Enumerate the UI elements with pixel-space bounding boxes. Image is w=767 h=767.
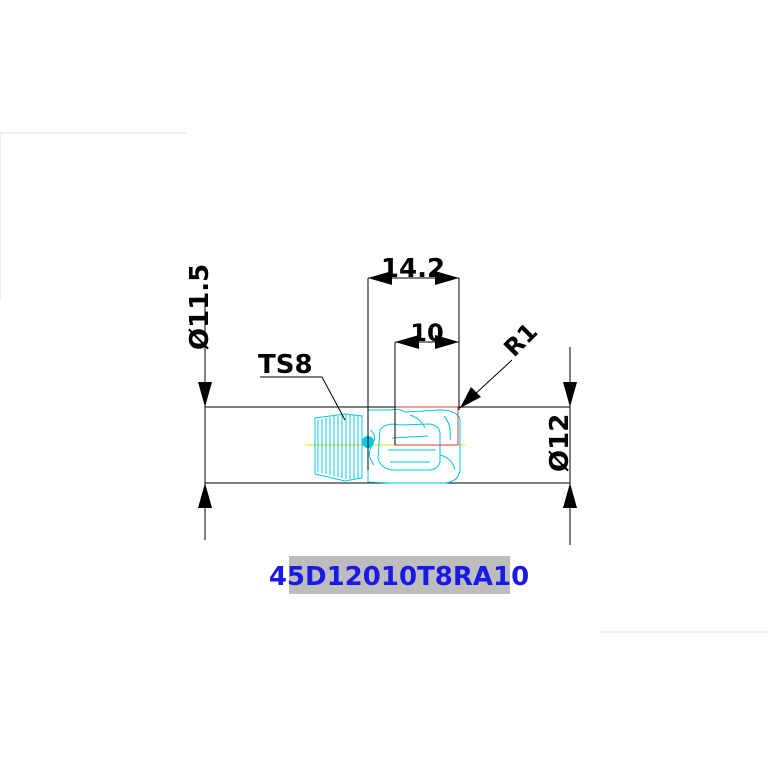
left-diameter-label: Ø11.5 bbox=[185, 264, 215, 350]
dim-arrow bbox=[368, 271, 392, 285]
dim-arrow bbox=[395, 335, 419, 349]
thread-body bbox=[314, 413, 363, 482]
frame-lines bbox=[0, 132, 767, 633]
radius-leader-arrow bbox=[460, 387, 481, 408]
head-outline bbox=[367, 408, 461, 484]
overall-length-label: 14.2 bbox=[381, 254, 445, 284]
thread-leader-line bbox=[260, 376, 346, 421]
left-diameter-arrow-bottom bbox=[198, 483, 212, 508]
part-code-background bbox=[289, 556, 510, 594]
dim-arrow bbox=[435, 335, 459, 349]
dimension-overall-length bbox=[367, 277, 460, 470]
part-code-label: 45D12010T8RA10 bbox=[269, 562, 529, 592]
left-diameter-arrow-top bbox=[198, 382, 212, 407]
slot-highlight-box bbox=[394, 406, 459, 446]
dim-arrow bbox=[435, 271, 459, 285]
dimension-slot-length bbox=[394, 341, 459, 445]
right-diameter-arrow-top bbox=[563, 382, 577, 407]
thread-label: TS8 bbox=[258, 350, 313, 380]
slot-length-label: 10 bbox=[410, 319, 443, 347]
right-diameter-label: Ø12 bbox=[545, 414, 575, 472]
radius-label: R1 bbox=[498, 318, 543, 363]
part-sketch bbox=[314, 408, 461, 484]
head-detail-curves bbox=[409, 414, 456, 471]
head-inner-contour bbox=[377, 423, 441, 471]
head-detail-lines bbox=[388, 435, 436, 463]
right-diameter-arrow-bottom bbox=[563, 483, 577, 508]
